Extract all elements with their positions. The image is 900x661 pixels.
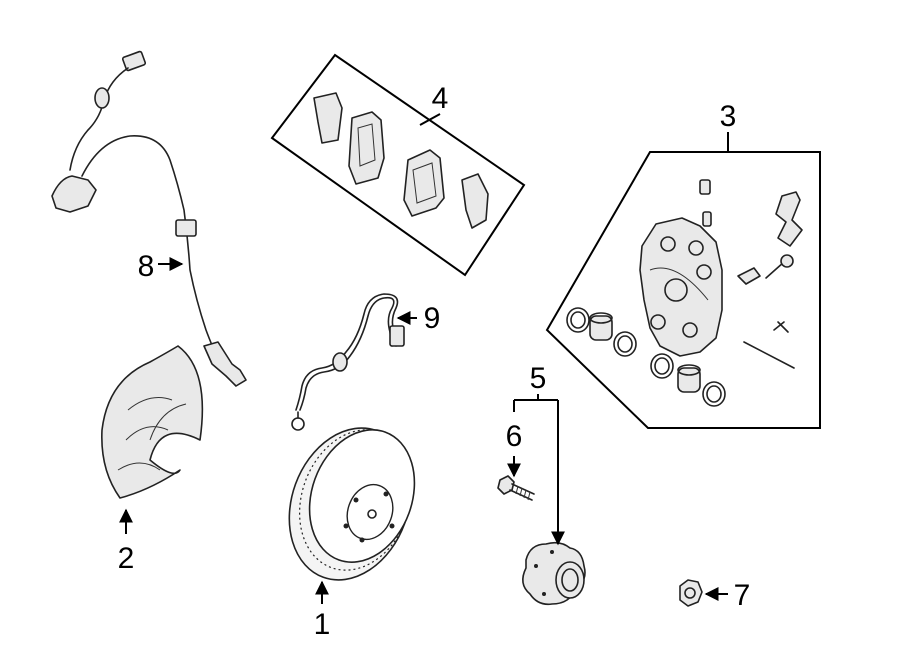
wheel-hub bbox=[522, 541, 586, 606]
callout-6: 6 bbox=[506, 420, 523, 453]
brake-rotor bbox=[288, 427, 416, 581]
wheel-stud bbox=[497, 475, 535, 501]
wheel-speed-sensor-9 bbox=[291, 293, 405, 431]
callout-2: 2 bbox=[118, 542, 135, 575]
lug-nut bbox=[679, 579, 703, 607]
callout-5: 5 bbox=[530, 362, 547, 395]
caliper-assembly bbox=[545, 151, 821, 429]
callout-8: 8 bbox=[138, 250, 155, 283]
leader-5 bbox=[513, 394, 565, 546]
dust-shield bbox=[101, 345, 204, 499]
callout-7: 7 bbox=[734, 579, 751, 612]
leader-4 bbox=[419, 113, 441, 126]
brake-pad-kit bbox=[270, 53, 526, 277]
wheel-speed-sensor-8 bbox=[51, 50, 247, 387]
callout-4: 4 bbox=[432, 82, 449, 115]
callout-1: 1 bbox=[314, 608, 331, 641]
callout-3: 3 bbox=[720, 100, 737, 133]
callout-9: 9 bbox=[424, 302, 441, 335]
